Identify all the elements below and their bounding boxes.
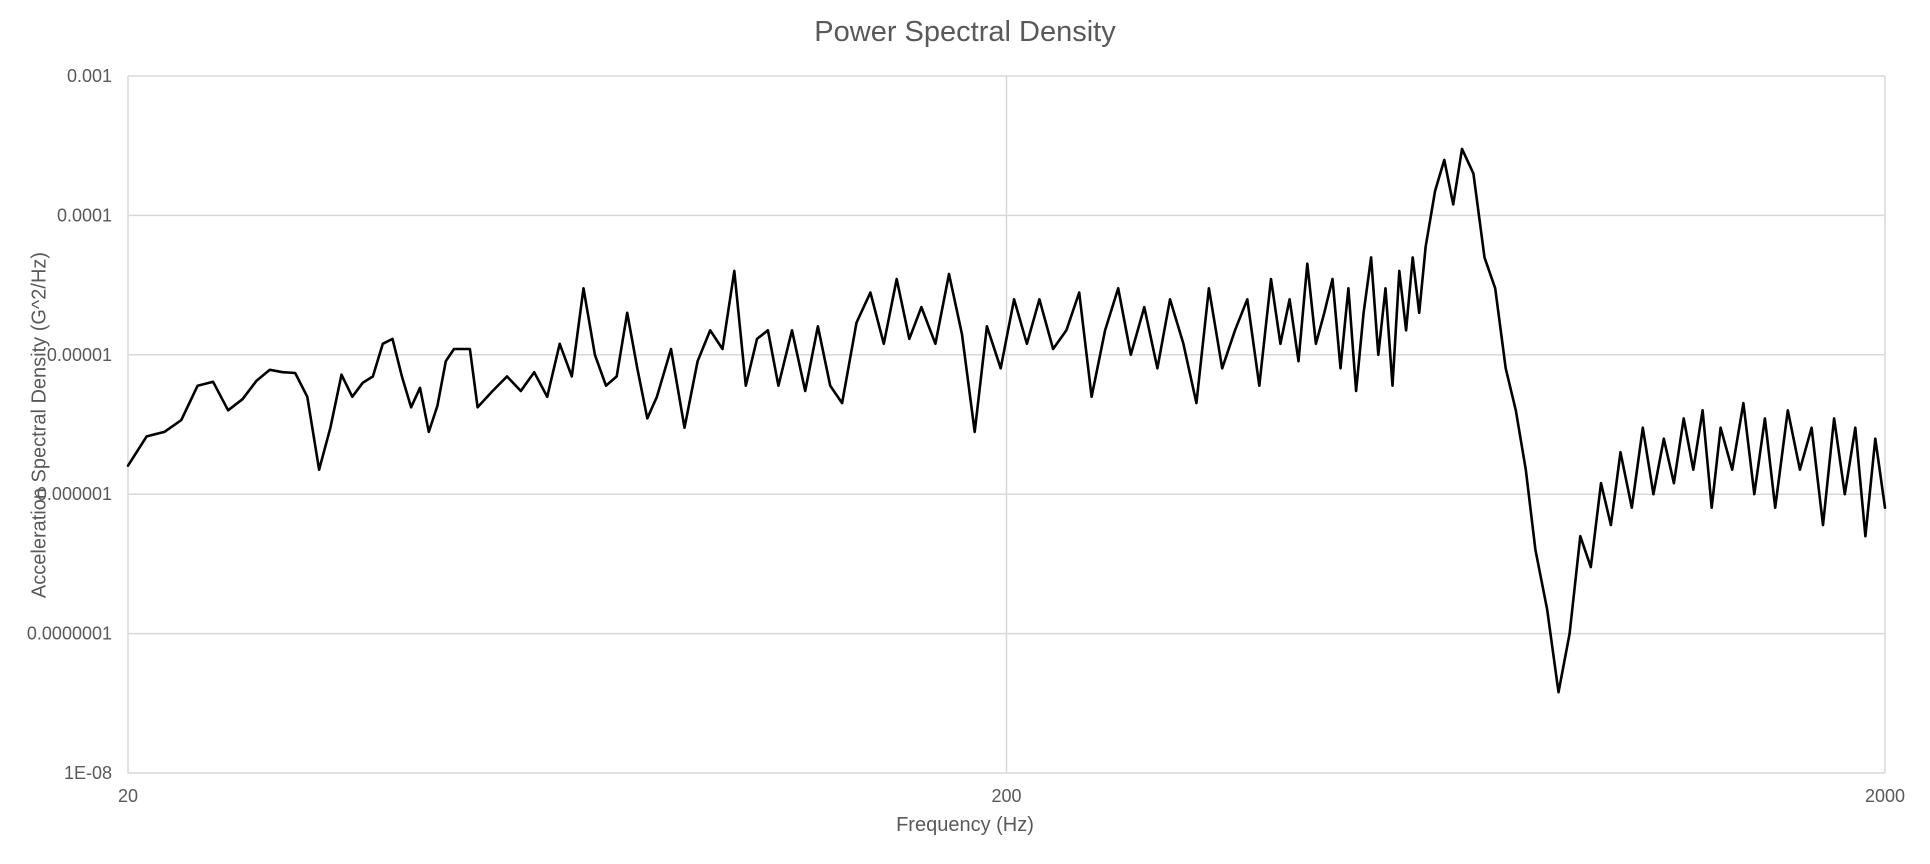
x-tick-label: 200 — [991, 786, 1021, 806]
y-tick-label: 0.00001 — [47, 345, 112, 365]
psd-series-line — [126, 147, 1887, 694]
series-group — [126, 147, 1887, 694]
y-tick-label: 1E-08 — [64, 763, 112, 783]
x-tick-label: 20 — [118, 786, 138, 806]
grid-lines — [127, 75, 1886, 774]
y-tick-label: 0.000001 — [37, 484, 112, 504]
y-tick-label: 0.0001 — [57, 205, 112, 225]
y-tick-labels: 0.001 0.0001 0.00001 0.000001 0.0000001 1E-08 — [27, 66, 112, 783]
chart-title: Power Spectral Density — [814, 16, 1116, 48]
y-tick-label: 0.0000001 — [27, 624, 112, 644]
x-tick-label: 2000 — [1865, 786, 1905, 806]
y-tick-label: 0.001 — [67, 66, 112, 86]
x-tick-labels: 20 200 2000 — [118, 786, 1905, 806]
x-axis-title: Frequency (Hz) — [896, 814, 1034, 836]
